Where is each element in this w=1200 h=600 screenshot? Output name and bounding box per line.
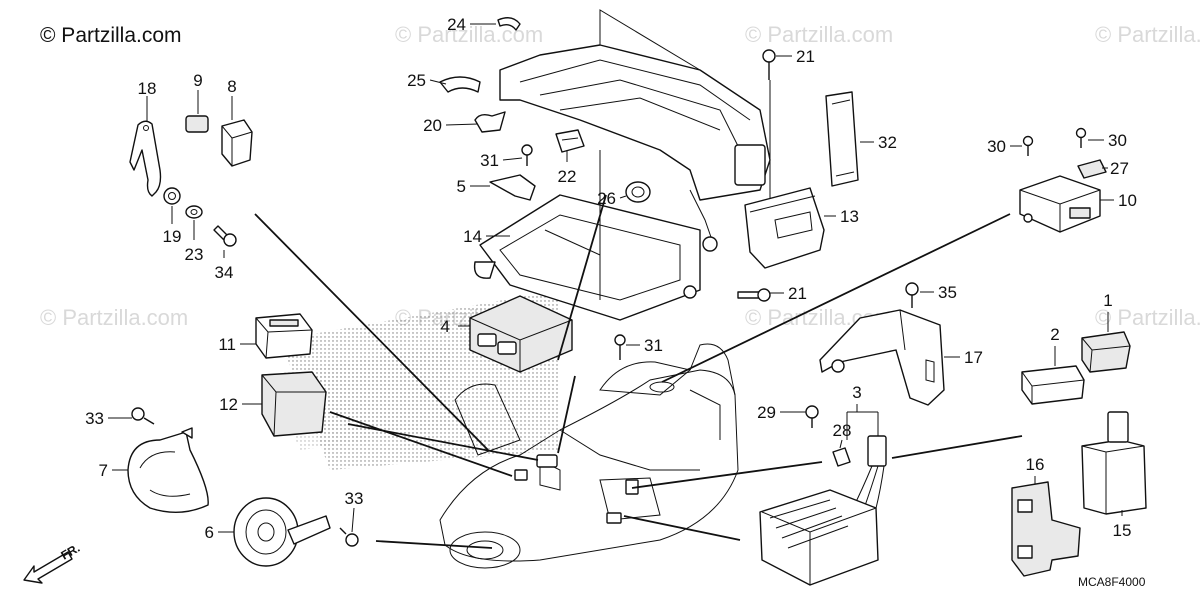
part-3-regulator (759, 404, 887, 586)
callout-label: 31 (480, 151, 499, 170)
callout-label: 19 (163, 227, 182, 246)
leader-lines (108, 23, 1123, 533)
callout-label: 22 (558, 167, 577, 186)
callout-label: 14 (463, 227, 482, 246)
watermark: © Partzilla.com (40, 305, 188, 330)
callout-label: 8 (227, 77, 236, 96)
part-5-bracket (489, 174, 536, 201)
part-22-clip (555, 129, 585, 153)
part-14-tray (473, 150, 701, 321)
callout-label: 21 (796, 47, 815, 66)
callout-label: 25 (407, 71, 426, 90)
part-4-ecu (469, 295, 573, 373)
part-30-screw-right (1075, 127, 1087, 148)
part-35-bolt (905, 282, 919, 308)
part-32-strap (825, 91, 859, 187)
callout-label: 31 (644, 336, 663, 355)
callout-label: 15 (1113, 521, 1132, 540)
part-6-horn (233, 497, 331, 567)
part-17-bracket (819, 309, 945, 406)
part-23-washer (185, 205, 203, 219)
part-16-cover (1011, 481, 1081, 577)
part-12-case (261, 371, 327, 437)
part-1-cover (1081, 331, 1131, 373)
callout-label: 33 (85, 409, 104, 428)
part-9-relay-small (185, 115, 209, 133)
callout-label: 30 (1108, 131, 1127, 150)
callout-label: 30 (987, 137, 1006, 156)
watermark: © Partzilla.com (395, 22, 543, 47)
callout-label: 11 (218, 335, 236, 354)
callout-label: 20 (423, 116, 442, 135)
part-7-horn (127, 427, 209, 513)
callout-label: 28 (833, 421, 852, 440)
part-10-module (1019, 175, 1101, 233)
part-19-nut (163, 187, 181, 205)
callout-label: 2 (1050, 325, 1059, 344)
callout-label: 29 (757, 403, 776, 422)
callout-label: 24 (447, 15, 466, 34)
part-28-clip (832, 447, 851, 467)
callout-label: 3 (852, 383, 861, 402)
callout-label: 18 (138, 79, 157, 98)
part-13-cover (744, 187, 825, 269)
part-29-bolt (805, 405, 819, 428)
part-21-bolt-upper (762, 49, 776, 80)
front-direction-arrow: FR. (23, 541, 82, 584)
part-31-screw-upper (521, 144, 533, 166)
part-26-clamp (625, 181, 651, 203)
part-31-screw-lower (614, 334, 626, 360)
callout-label: 6 (205, 523, 214, 542)
pointer-lines (254, 194, 1023, 549)
brand-label: © Partzilla.com (40, 24, 182, 47)
callout-label: 32 (878, 133, 897, 152)
part-20-frame-bracket (474, 9, 771, 252)
part-24-clip (497, 17, 521, 31)
callout-label: 16 (1026, 455, 1045, 474)
part-18-bracket (129, 120, 162, 197)
callout-label: 17 (964, 348, 983, 367)
part-25-band (439, 76, 481, 93)
callout-label: 26 (597, 189, 616, 208)
callout-label: 5 (457, 177, 466, 196)
watermark: © Partzilla.com (745, 22, 893, 47)
callout-label: 27 (1110, 159, 1129, 178)
watermark: © Partzilla.com (1095, 305, 1200, 330)
callout-label: 35 (938, 283, 957, 302)
watermark: © Partzilla.com (1095, 22, 1200, 47)
callout-label: 7 (99, 461, 108, 480)
part-15-cover (1081, 411, 1147, 515)
part-33-bolt-upper (131, 407, 155, 425)
callout-label: 33 (345, 489, 364, 508)
callout-label: 23 (185, 245, 204, 264)
part-34-bolt (213, 225, 237, 247)
part-11-box (255, 313, 313, 359)
part-30-screw-left (1022, 135, 1034, 156)
callout-label: 21 (788, 284, 807, 303)
callout-label: 1 (1103, 291, 1112, 310)
callout-label: 13 (840, 207, 859, 226)
callout-label: 9 (193, 71, 202, 90)
callout-labels: 1 2 3 4 5 6 7 8 9 10 11 12 13 14 15 16 1… (85, 15, 1137, 542)
callout-label: 4 (441, 317, 450, 336)
callout-label: 34 (215, 263, 234, 282)
part-33-bolt-lower (339, 527, 359, 547)
part-2-relay (1021, 365, 1085, 405)
part-8-relay (221, 119, 253, 167)
part-27-connector (1077, 159, 1107, 179)
part-21-bolt-lower (737, 288, 771, 302)
callout-label: 12 (219, 395, 238, 414)
callout-label: 10 (1118, 191, 1137, 210)
diagram-code: MCA8F4000 (1078, 575, 1146, 589)
